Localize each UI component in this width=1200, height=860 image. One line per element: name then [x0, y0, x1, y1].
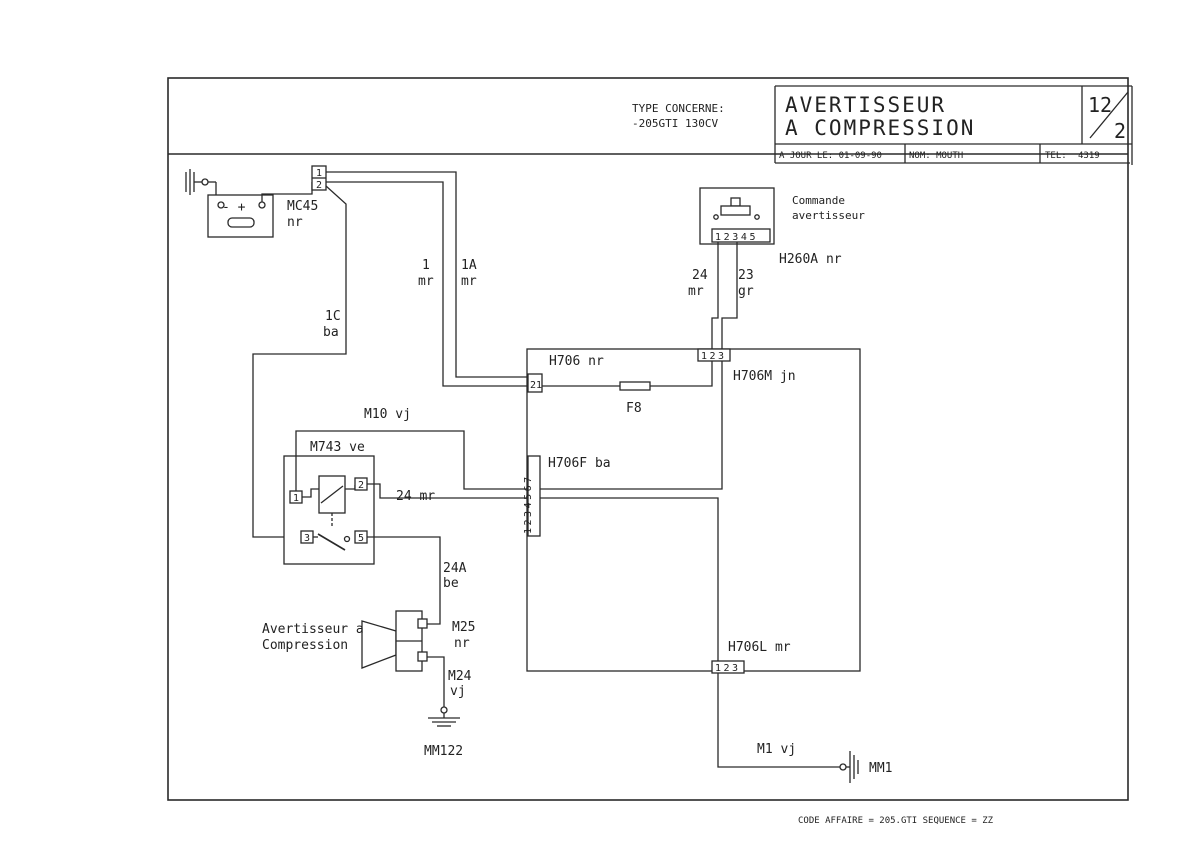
- horn-button-icon: [730, 197, 741, 207]
- compression-horn-icon: [361, 610, 423, 672]
- horn-label-line1: Avertisseur a: [262, 622, 364, 637]
- mc45-pin-1: 1: [316, 168, 322, 179]
- wire-fuse-out: [650, 361, 713, 387]
- wire-internal-23: [540, 361, 723, 490]
- wire-m10: [295, 430, 528, 491]
- horn-switch-pin-left: [713, 214, 719, 220]
- page-fraction-slash: [1089, 91, 1129, 139]
- type-label: TYPE CONCERNE:: [632, 102, 725, 115]
- h260a-pins: 12345: [715, 232, 758, 243]
- h706f-pins: 1234567: [523, 474, 534, 534]
- wire-1-color: mr: [418, 274, 434, 289]
- mm122-label: MM122: [424, 744, 463, 759]
- wire-23-color: gr: [738, 284, 754, 299]
- battery-cell-icon: [227, 217, 255, 228]
- wire-1a-color: mr: [461, 274, 477, 289]
- ground-mm1-icon: [839, 751, 859, 783]
- horn-switch-pin-right: [754, 214, 760, 220]
- h706-connector: [527, 373, 543, 393]
- wire-m24: [427, 656, 445, 708]
- wire-1: [326, 181, 528, 387]
- wire-1c: [252, 185, 347, 538]
- mm1-label: MM1: [869, 761, 892, 776]
- mc45-pin-2: 2: [316, 180, 322, 191]
- h706-module-box: [526, 348, 861, 672]
- mc45-label: MC45: [287, 199, 318, 214]
- ground-mm122-icon: [428, 706, 460, 727]
- m25-label: M25: [452, 620, 475, 635]
- relay-switch-terminal: [343, 535, 351, 543]
- h706m-pins: 123: [701, 351, 727, 362]
- horn-terminal-m24: [417, 651, 428, 662]
- mc45-color: nr: [287, 215, 303, 230]
- h260a-label: H260A nr: [779, 252, 842, 267]
- sheet-title-line1: AVERTISSEUR: [785, 93, 946, 117]
- h706l-connector: [711, 660, 745, 674]
- m24-label: M24: [448, 669, 472, 684]
- fuse-f8-label: F8: [626, 401, 642, 416]
- wire-23: [721, 242, 738, 349]
- type-value: -205GTI 130CV: [632, 117, 718, 130]
- wire-24-color: mr: [688, 284, 704, 299]
- update-date: A JOUR LE: 01-09-90: [779, 151, 882, 161]
- wire-m10-label: M10 vj: [364, 407, 411, 422]
- drawing-frame: [167, 77, 1129, 801]
- wire-m1: [717, 673, 840, 768]
- m24-color: vj: [450, 684, 466, 699]
- wire-24-label: 24: [692, 268, 708, 283]
- battery-terminal-neg: [217, 201, 225, 209]
- footer-code: CODE AFFAIRE = 205.GTI SEQUENCE = ZZ: [798, 816, 994, 826]
- h706-label: H706 nr: [549, 354, 604, 369]
- commande-label-line2: avertisseur: [792, 209, 865, 222]
- h706l-label: H706L mr: [728, 640, 791, 655]
- battery-polarity: - +: [222, 200, 246, 215]
- horn-button-base-icon: [720, 205, 751, 216]
- h706m-label: H706M jn: [733, 369, 796, 384]
- relay-coil-diagonal: [320, 485, 344, 504]
- wire-1a-label: 1A: [461, 258, 477, 273]
- relay-switch-contact-icon: [317, 533, 346, 551]
- h706f-connector: [527, 455, 541, 537]
- relay-pin-2-label: 2: [358, 480, 364, 491]
- fuse-f8-icon: [619, 381, 651, 391]
- battery-terminal-pos: [258, 201, 266, 209]
- page-number: 12: [1088, 93, 1112, 117]
- wire-1a: [326, 171, 528, 378]
- tel-label: TEL:: [1045, 151, 1067, 161]
- page-total: 2: [1114, 119, 1126, 143]
- h706l-pins: 123: [715, 663, 741, 674]
- h706-pins: 21: [530, 380, 542, 391]
- tel-value: 4319: [1078, 151, 1100, 161]
- relay-pin-1-label: 1: [293, 493, 299, 504]
- wire-24a-label: 24A: [443, 561, 467, 576]
- battery-ground-icon: [185, 169, 217, 195]
- m743-label: M743 ve: [310, 440, 365, 455]
- wire-24a-color: be: [443, 576, 459, 591]
- h706f-label: H706F ba: [548, 456, 611, 471]
- relay-pin-3-label: 3: [304, 533, 310, 544]
- wire-internal-ground: [540, 497, 719, 661]
- horn-terminal-m25: [417, 618, 428, 629]
- horn-label-line2: Compression: [262, 638, 348, 653]
- m25-color: nr: [454, 636, 470, 651]
- wire-24: [711, 242, 719, 349]
- commande-label-line1: Commande: [792, 194, 845, 207]
- sheet-title-line2: A COMPRESSION: [785, 116, 975, 140]
- wire-m1-label: M1 vj: [757, 742, 796, 757]
- h706m-connector: [697, 348, 731, 362]
- relay-coil-lead-left: [301, 488, 319, 498]
- relay-pin-5-label: 5: [358, 533, 364, 544]
- h260a-connector: [711, 228, 771, 243]
- wire-1c-label: 1C: [325, 309, 341, 324]
- wire-1-label: 1: [422, 258, 430, 273]
- wire-24mr: [367, 483, 528, 499]
- author-name: NOM: MOUTH: [909, 151, 963, 161]
- wire-24mr-label: 24 mr: [396, 489, 435, 504]
- wire-24a: [367, 536, 441, 625]
- wire-23-label: 23: [738, 268, 754, 283]
- wire-1c-color: ba: [323, 325, 339, 340]
